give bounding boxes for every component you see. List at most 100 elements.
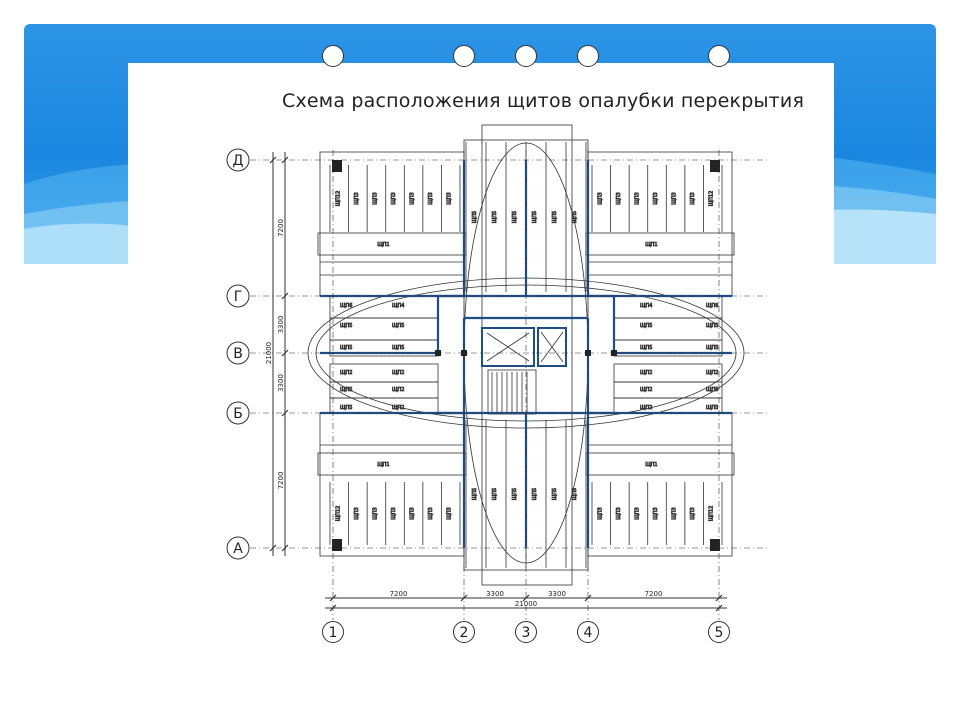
- panel-label: ЩП6: [340, 303, 352, 309]
- dimension-tick: [281, 156, 289, 164]
- axis-label: Д: [233, 153, 244, 169]
- dimension-tick: [269, 156, 277, 164]
- axis-bubble-top: [322, 45, 344, 67]
- panel-label: ЩП5: [706, 387, 718, 393]
- slab-panel: [613, 317, 723, 341]
- panel-label: ЩП1: [377, 242, 389, 248]
- panel-label: ЩП3: [447, 192, 453, 204]
- beam-band: [317, 232, 467, 256]
- panel-label: ЩП5: [512, 488, 518, 500]
- axis-bubble: [226, 148, 250, 172]
- axis-label: Г: [234, 289, 243, 305]
- column-pad: [710, 160, 720, 172]
- axis-label: А: [233, 541, 243, 557]
- lift-shaft: [537, 327, 567, 367]
- axis-bubble: [226, 536, 250, 560]
- panel-label: ЩП3: [372, 192, 378, 204]
- panel-label: ЩП3: [653, 192, 659, 204]
- panel-label: ЩП3: [634, 192, 640, 204]
- panel-label: ЩП5: [706, 345, 718, 351]
- panel-label: ЩП1: [645, 462, 657, 468]
- panel-label: ЩП2: [640, 370, 652, 376]
- axis-label: 2: [460, 625, 469, 641]
- axis-bubble-top: [515, 45, 537, 67]
- dimension-total-value: 21000: [265, 342, 273, 364]
- dimension-total-value: 21000: [515, 600, 537, 608]
- panel-label: ЩП5: [572, 488, 578, 500]
- panel-label: ЩП5: [512, 211, 518, 223]
- panel-label: ЩП2: [392, 387, 404, 393]
- panel-label: ЩП12: [335, 191, 341, 207]
- lift-cross: [540, 331, 564, 363]
- dimension-tick: [522, 594, 530, 602]
- quadrant-block: [319, 412, 465, 557]
- column-pad: [332, 539, 342, 551]
- axis-label: В: [233, 346, 243, 362]
- beam-band: [585, 452, 735, 476]
- panel-label: ЩП3: [690, 507, 696, 519]
- axis-bubble: [577, 621, 599, 643]
- panel-label: ЩП3: [428, 507, 434, 519]
- panel-label: ЩП5: [552, 211, 558, 223]
- panel-label: ЩП3: [616, 192, 622, 204]
- panel-label: ЩП4: [392, 303, 404, 309]
- axis-label: 1: [329, 625, 338, 641]
- dimension-value: 3300: [277, 374, 285, 392]
- dimension-value: 3300: [486, 590, 504, 598]
- panel-label: ЩП2: [392, 405, 404, 411]
- panel-label: ЩП3: [447, 507, 453, 519]
- panel-label: ЩП5: [640, 323, 652, 329]
- dimension-tick: [329, 594, 337, 602]
- dimension-value: 7200: [277, 472, 285, 490]
- panel-label: ЩП3: [391, 192, 397, 204]
- dimension-tick: [715, 604, 723, 612]
- axis-bubble: [226, 341, 250, 365]
- panel-label: ЩП5: [706, 405, 718, 411]
- axis-label: 4: [584, 625, 593, 641]
- panel-label: ЩП5: [392, 345, 404, 351]
- axis-bubble-top: [708, 45, 730, 67]
- panel-label: ЩП1: [377, 462, 389, 468]
- panel-label: ЩП5: [640, 345, 652, 351]
- dimension-tick: [281, 544, 289, 552]
- dimension-value: 7200: [390, 590, 408, 598]
- column-pad: [332, 160, 342, 172]
- panel-label: ЩП2: [392, 370, 404, 376]
- axis-bubble: [708, 621, 730, 643]
- panel-label: ЩП12: [709, 506, 715, 522]
- panel-label: ЩП5: [472, 211, 478, 223]
- axis-label: Б: [233, 406, 243, 422]
- panel-label: ЩП2: [640, 387, 652, 393]
- panel-label: ЩП3: [597, 507, 603, 519]
- axis-label: 3: [522, 625, 531, 641]
- panel-label: ЩП12: [335, 506, 341, 522]
- panel-label: ЩП3: [372, 507, 378, 519]
- panel-label: ЩП3: [428, 192, 434, 204]
- panel-label: ЩП3: [597, 192, 603, 204]
- lift-shaft: [481, 327, 535, 367]
- dimension-tick: [715, 594, 723, 602]
- panel-label: ЩП3: [672, 192, 678, 204]
- panel-label: ЩП5: [706, 323, 718, 329]
- panel-label: ЩП5: [572, 211, 578, 223]
- axis-bubble-top: [577, 45, 599, 67]
- panel-label: ЩП4: [640, 303, 652, 309]
- panel-label: ЩП5: [472, 488, 478, 500]
- panel-label: ЩП5: [392, 323, 404, 329]
- panel-label: ЩП6: [706, 303, 718, 309]
- panel-label: ЩП5: [532, 211, 538, 223]
- dimension-tick: [269, 544, 277, 552]
- panel-label: ЩП3: [690, 192, 696, 204]
- panel-label: ЩП3: [616, 507, 622, 519]
- beam-band: [317, 452, 467, 476]
- dimension-value: 3300: [277, 316, 285, 334]
- dimension-value: 7200: [277, 219, 285, 237]
- dimension-tick: [281, 409, 289, 417]
- dimension-tick: [281, 292, 289, 300]
- panel-label: ЩП5: [492, 211, 498, 223]
- dimension-tick: [329, 604, 337, 612]
- beam-band: [585, 232, 735, 256]
- dimension-tick: [460, 594, 468, 602]
- axis-bubble: [515, 621, 537, 643]
